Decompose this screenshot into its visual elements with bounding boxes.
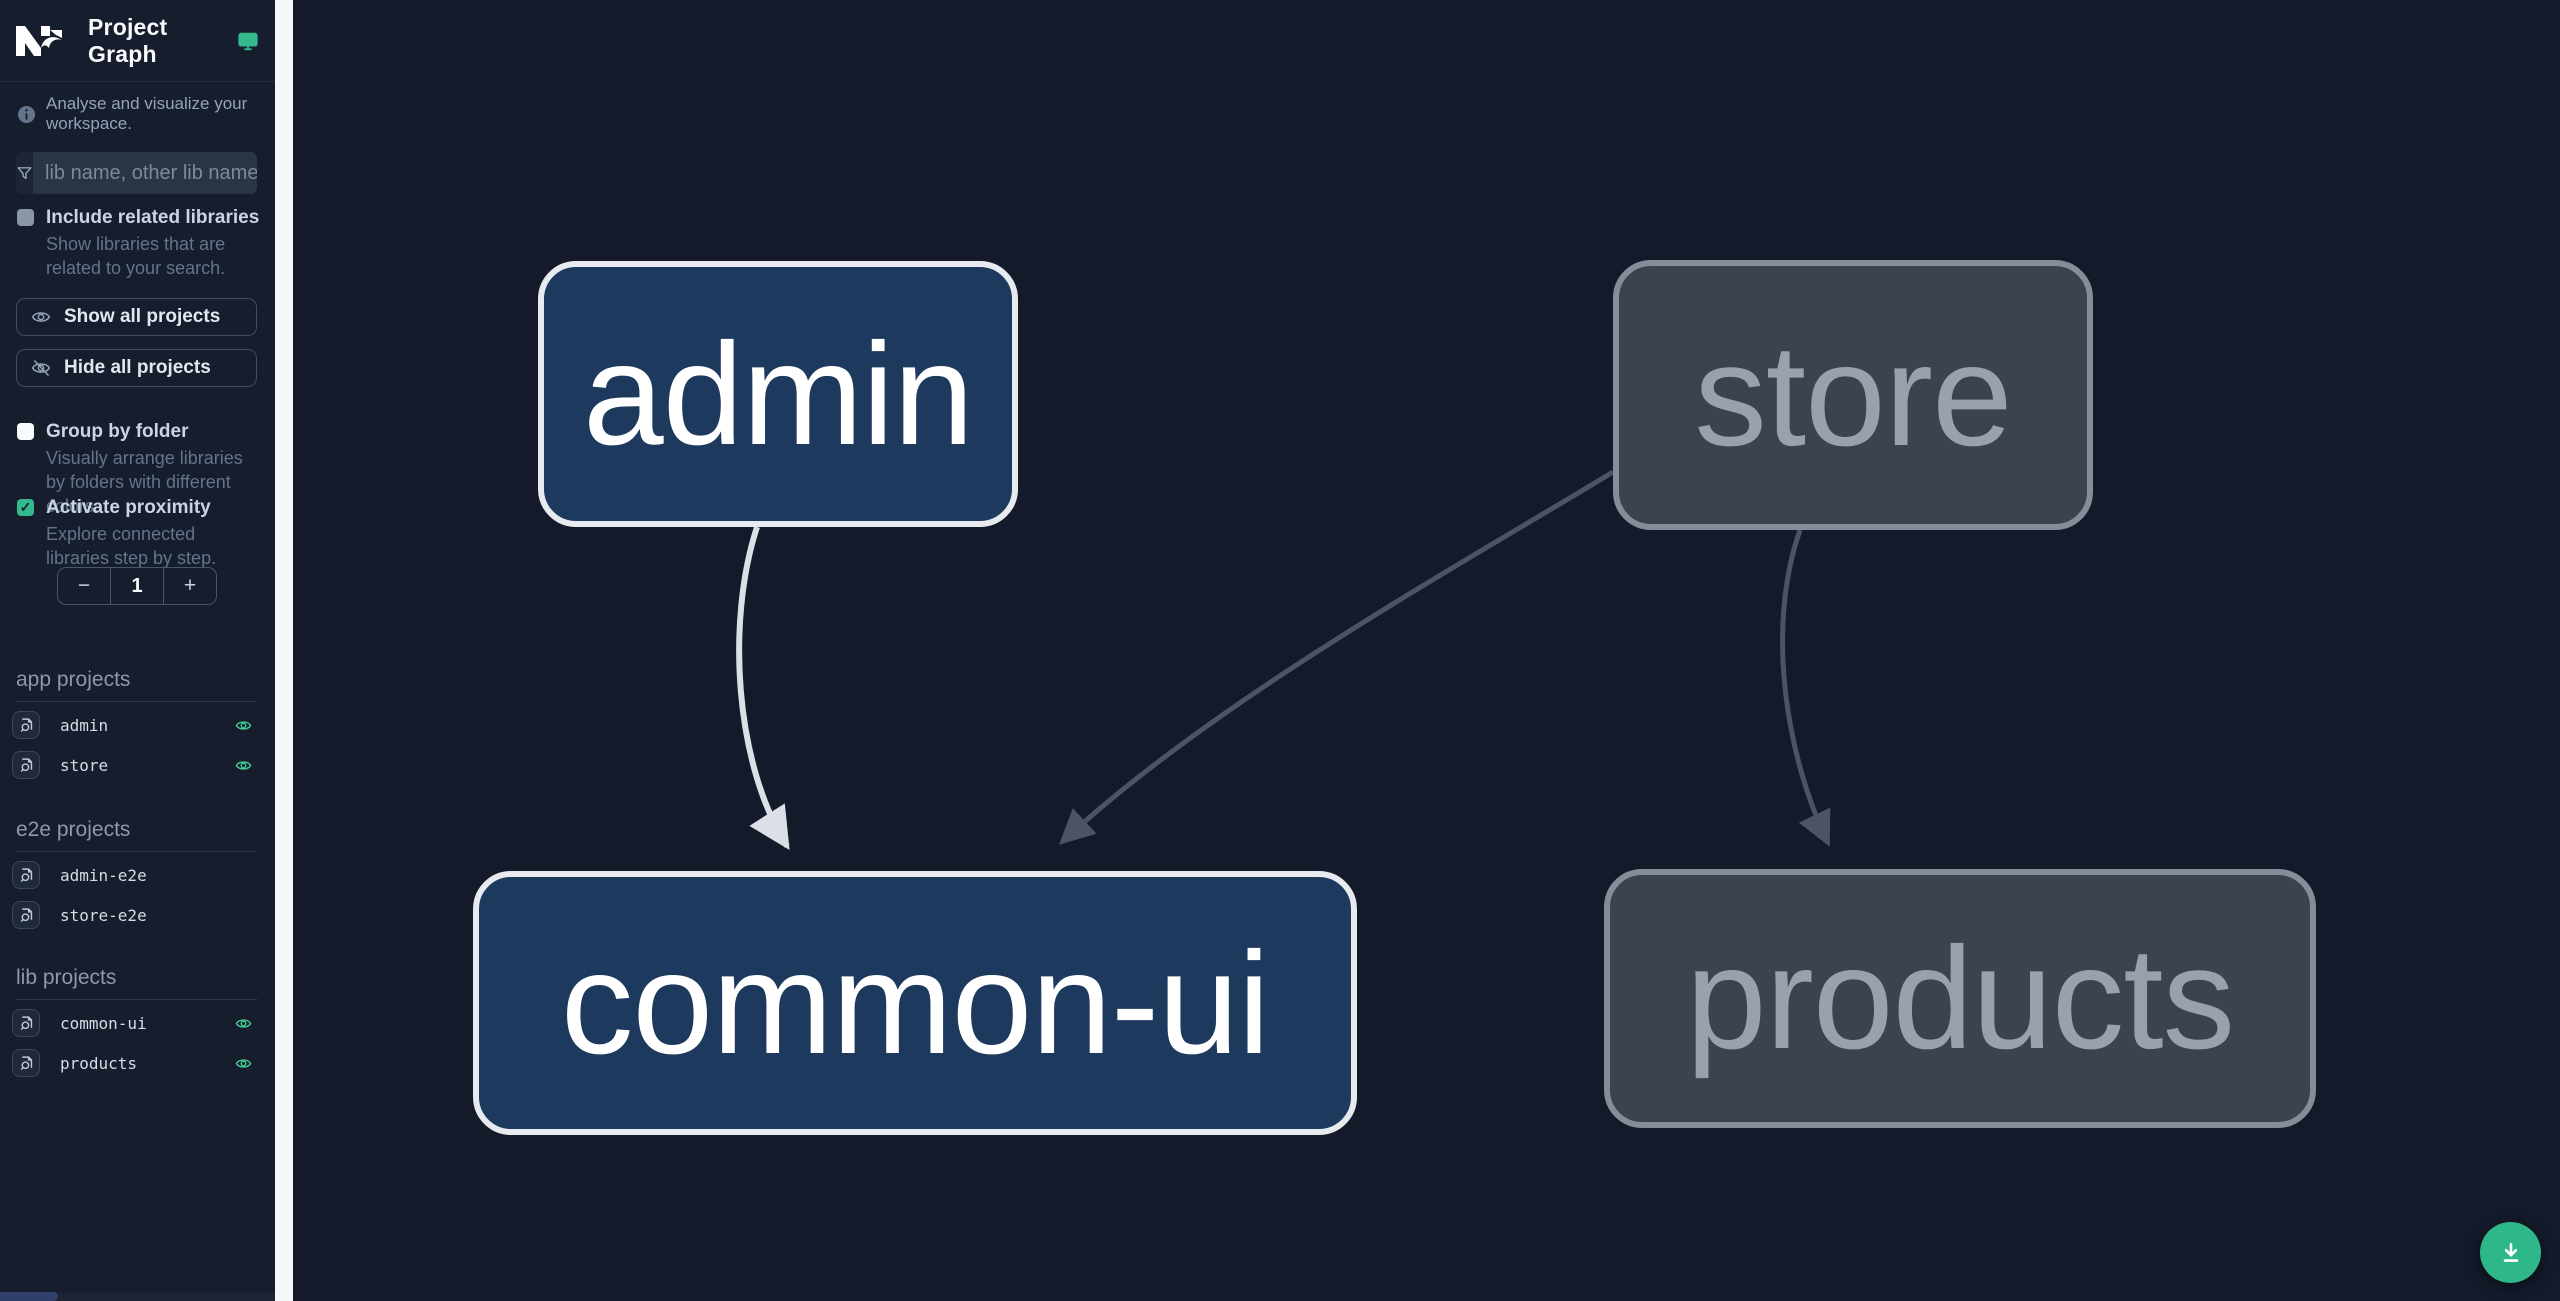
group-by-folder-checkbox-row: Group by folder Visually arrange librari… <box>17 421 248 519</box>
focus-project-button[interactable] <box>12 711 40 739</box>
focus-project-button[interactable] <box>12 751 40 779</box>
eye-off-icon <box>31 359 51 377</box>
show-all-projects-label: Show all projects <box>64 306 221 327</box>
toggle-visibility-eye-icon[interactable] <box>235 1015 252 1032</box>
graph-node-admin[interactable]: admin <box>538 261 1018 527</box>
graph-node-products[interactable]: products <box>1604 869 2316 1128</box>
activate-proximity-checkbox[interactable]: ✓ <box>17 499 34 516</box>
project-item-admin-e2e[interactable]: admin-e2e <box>12 861 261 889</box>
project-name: common-ui <box>60 1013 147 1033</box>
page-title: Project Graph <box>88 13 168 67</box>
activate-proximity-description: Explore connected libraries step by step… <box>46 523 217 569</box>
sidebar: Project Graph Analyse and visualize your… <box>0 0 275 1301</box>
project-focus-icon <box>20 757 32 772</box>
nx-logo-icon <box>16 25 62 56</box>
include-related-checkbox-row: Include related libraries Show libraries… <box>17 207 259 280</box>
hide-all-projects-button[interactable]: Hide all projects <box>16 349 257 387</box>
graph-node-store[interactable]: store <box>1613 260 2093 530</box>
section-title-app-projects: app projects <box>16 668 257 702</box>
include-related-description: Show libraries that are related to your … <box>46 233 226 279</box>
sidebar-horizontal-scrollbar[interactable] <box>0 1292 275 1301</box>
group-by-folder-checkbox[interactable] <box>17 423 34 440</box>
activate-proximity-label: Activate proximity <box>46 497 211 518</box>
project-focus-icon <box>20 1055 32 1070</box>
section-title-lib-projects: lib projects <box>16 966 257 1000</box>
focus-project-button[interactable] <box>12 1009 40 1037</box>
project-focus-icon <box>20 717 32 732</box>
workspace-tagline: Analyse and visualize your workspace. <box>17 94 275 134</box>
toggle-visibility-eye-icon[interactable] <box>235 757 252 774</box>
filter-icon-segment <box>16 152 33 194</box>
proximity-increment-button[interactable]: + <box>164 567 217 605</box>
project-name: products <box>60 1053 138 1073</box>
section-title-e2e-projects: e2e projects <box>16 818 257 852</box>
sidebar-header: Project Graph <box>0 0 275 82</box>
show-all-projects-button[interactable]: Show all projects <box>16 298 257 336</box>
focus-project-button[interactable] <box>12 1049 40 1077</box>
project-name: admin-e2e <box>60 865 147 885</box>
project-item-products[interactable]: products <box>12 1049 261 1077</box>
project-focus-icon <box>20 867 32 882</box>
download-icon <box>2503 1242 2518 1262</box>
include-related-checkbox[interactable] <box>17 209 34 226</box>
check-icon: ✓ <box>19 499 32 515</box>
search-input[interactable] <box>33 152 257 194</box>
project-item-admin[interactable]: admin <box>12 711 261 739</box>
project-item-common-ui[interactable]: common-ui <box>12 1009 261 1037</box>
monitor-icon[interactable] <box>237 30 259 52</box>
toggle-visibility-eye-icon[interactable] <box>235 1055 252 1072</box>
node-label: store <box>1694 313 2012 476</box>
focus-project-button[interactable] <box>12 861 40 889</box>
project-focus-icon <box>20 1015 32 1030</box>
project-name: admin <box>60 715 109 735</box>
sidebar-resize-gutter[interactable] <box>275 0 293 1301</box>
proximity-stepper: − 1 + <box>57 567 217 605</box>
toggle-visibility-eye-icon[interactable] <box>235 717 252 734</box>
proximity-decrement-button[interactable]: − <box>57 567 111 605</box>
focus-project-button[interactable] <box>12 901 40 929</box>
search-box <box>16 152 257 194</box>
project-name: store-e2e <box>60 905 147 925</box>
eye-icon <box>31 312 51 322</box>
proximity-value: 1 <box>111 567 164 605</box>
graph-node-common-ui[interactable]: common-ui <box>473 871 1357 1135</box>
activate-proximity-checkbox-row: ✓ Activate proximity Explore connected l… <box>17 497 248 570</box>
group-by-folder-label: Group by folder <box>46 421 189 442</box>
node-label: products <box>1685 917 2235 1079</box>
node-label: admin <box>583 312 974 475</box>
info-icon <box>17 105 36 123</box>
project-item-store[interactable]: store <box>12 751 261 779</box>
include-related-label: Include related libraries <box>46 207 260 228</box>
node-label: common-ui <box>560 921 1270 1084</box>
tagline-text: Analyse and visualize your workspace. <box>46 94 248 133</box>
download-graph-button[interactable] <box>2480 1222 2541 1283</box>
project-item-store-e2e[interactable]: store-e2e <box>12 901 261 929</box>
scrollbar-thumb[interactable] <box>0 1292 58 1301</box>
filter-icon <box>17 166 32 179</box>
hide-all-projects-label: Hide all projects <box>64 357 211 378</box>
group-by-folder-description: Visually arrange libraries by folders wi… <box>46 447 243 517</box>
project-focus-icon <box>20 907 32 922</box>
project-name: store <box>60 755 109 775</box>
